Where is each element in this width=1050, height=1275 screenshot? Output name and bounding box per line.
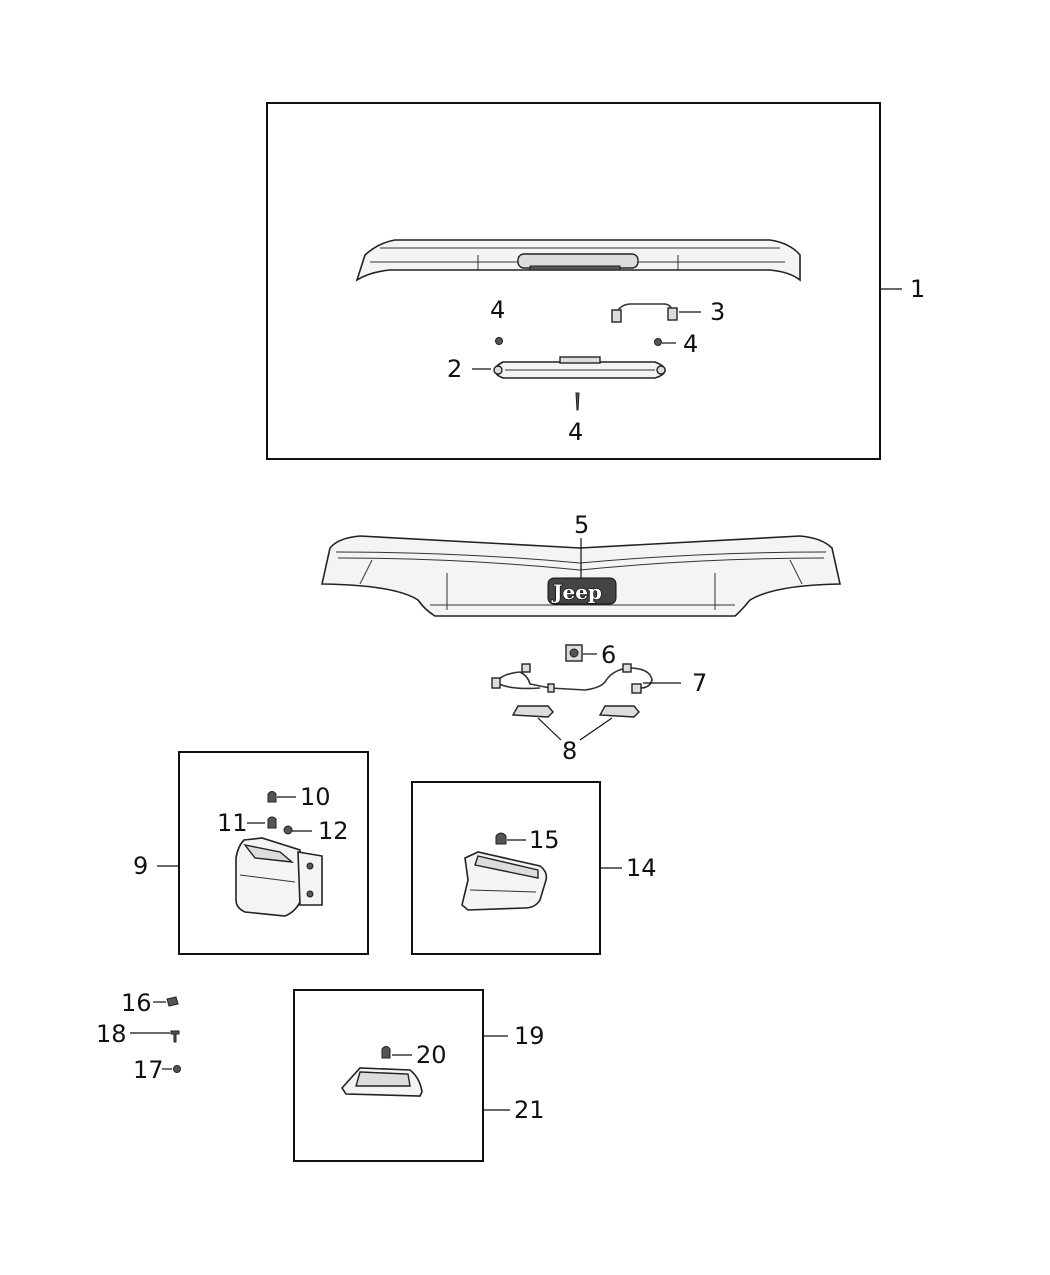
reflex-reflector-part[interactable]	[340, 1067, 423, 1097]
callout-4-bottom: 4	[568, 418, 583, 446]
callout-14: 14	[626, 854, 657, 882]
callout-4-left: 4	[490, 296, 505, 324]
liftgate-switch-part[interactable]	[565, 644, 583, 662]
nut-17[interactable]	[173, 1065, 181, 1073]
group-box-1	[266, 102, 881, 460]
callout-19: 19	[514, 1022, 545, 1050]
fastener-4-right[interactable]	[654, 338, 662, 346]
applique-wire-harness-part[interactable]	[491, 663, 653, 694]
bulb-15[interactable]	[495, 832, 507, 845]
rear-spoiler-part[interactable]	[355, 239, 801, 282]
jeep-badge: Jeep	[547, 577, 617, 605]
bulb-10[interactable]	[267, 791, 277, 803]
socket-12[interactable]	[283, 825, 293, 835]
callout-1: 1	[910, 275, 925, 303]
fastener-16[interactable]	[166, 996, 179, 1007]
callout-7: 7	[692, 669, 707, 697]
callout-5: 5	[574, 511, 589, 539]
callout-16: 16	[121, 989, 152, 1017]
tail-lamp-part[interactable]	[235, 837, 323, 917]
bulb-20[interactable]	[381, 1046, 391, 1059]
fastener-4-left[interactable]	[495, 337, 503, 345]
callout-9: 9	[133, 852, 148, 880]
fastener-4-bottom[interactable]	[575, 392, 580, 411]
callout-6: 6	[601, 641, 616, 669]
callout-2: 2	[447, 355, 462, 383]
callout-10: 10	[300, 783, 331, 811]
callout-21: 21	[514, 1096, 545, 1124]
callout-12: 12	[318, 817, 349, 845]
group-box-19	[293, 989, 484, 1162]
license-lamp-left-part[interactable]	[511, 705, 554, 718]
callout-17: 17	[133, 1056, 164, 1084]
group-box-9	[178, 751, 369, 955]
high-mount-stop-lamp-part[interactable]	[493, 356, 666, 379]
callout-11: 11	[217, 809, 248, 837]
bulb-11[interactable]	[267, 816, 277, 829]
callout-4-right: 4	[683, 330, 698, 358]
callout-15: 15	[529, 826, 560, 854]
callout-3: 3	[710, 298, 725, 326]
license-lamp-right-part[interactable]	[598, 705, 640, 718]
callout-8: 8	[562, 737, 577, 765]
liftgate-lamp-part[interactable]	[461, 851, 548, 911]
screw-18[interactable]	[170, 1030, 180, 1043]
spoiler-wire-harness-part[interactable]	[611, 303, 678, 323]
callout-20: 20	[416, 1041, 447, 1069]
jeep-badge-text: Jeep	[551, 580, 602, 604]
callout-18: 18	[96, 1020, 127, 1048]
